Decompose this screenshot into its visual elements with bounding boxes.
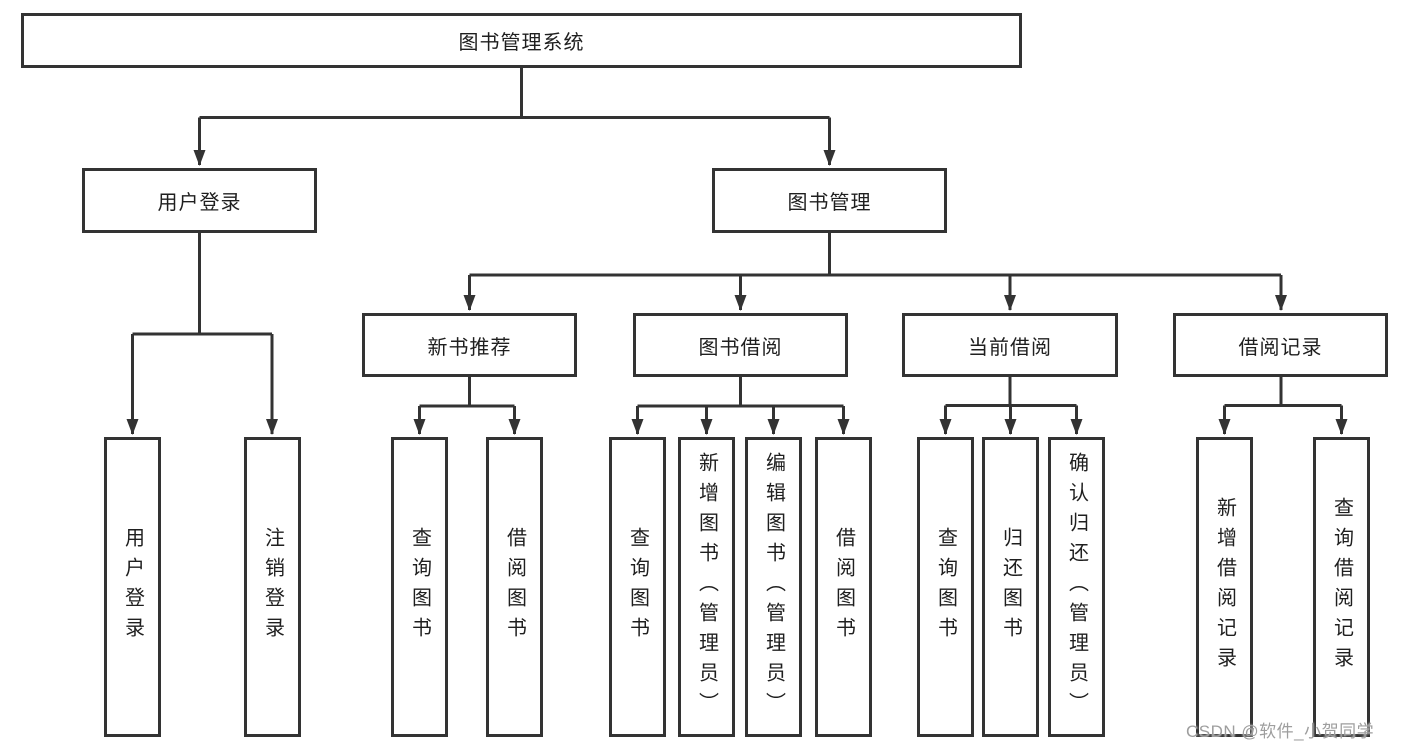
node-label: 用户登录 xyxy=(157,192,242,214)
node-label: 查询图书 xyxy=(626,527,649,647)
node-label: 新增借阅记录 xyxy=(1213,497,1236,677)
node-current-borrow: 当前借阅 xyxy=(902,313,1118,377)
node-label: 确认归还（管理员） xyxy=(1065,452,1088,722)
node-label: 查询借阅记录 xyxy=(1330,497,1353,677)
node-book-management: 图书管理 xyxy=(712,168,947,233)
node-label: 注销登录 xyxy=(261,527,284,647)
node-label: 查询图书 xyxy=(934,527,957,647)
node-label: 编辑图书（管理员） xyxy=(762,452,785,722)
node-label: 图书管理系统 xyxy=(458,32,585,54)
node-label: 借阅记录 xyxy=(1238,336,1323,359)
node-login: 用户登录 xyxy=(104,437,161,737)
node-borrow-records: 借阅记录 xyxy=(1173,313,1388,377)
node-add-books-admin: 新增图书（管理员） xyxy=(678,437,735,737)
node-label: 新增图书（管理员） xyxy=(695,452,718,722)
node-add-borrow-record: 新增借阅记录 xyxy=(1196,437,1253,737)
node-query-books-current: 查询图书 xyxy=(917,437,974,737)
node-label: 借阅图书 xyxy=(503,527,526,647)
node-label: 图书借阅 xyxy=(698,336,783,359)
node-library-system: 图书管理系统 xyxy=(21,13,1022,68)
csdn-watermark: CSDN @软件_小贺同学 xyxy=(1186,722,1375,741)
node-label: 借阅图书 xyxy=(832,527,855,647)
node-query-books-borrow: 查询图书 xyxy=(609,437,666,737)
node-book-borrow: 图书借阅 xyxy=(633,313,848,377)
node-borrow-books: 借阅图书 xyxy=(815,437,872,737)
node-label: 用户登录 xyxy=(121,527,144,647)
node-label: 新书推荐 xyxy=(427,336,512,359)
node-user-login: 用户登录 xyxy=(82,168,317,233)
node-new-book-recommend: 新书推荐 xyxy=(362,313,577,377)
node-query-books-recommend: 查询图书 xyxy=(391,437,448,737)
node-label: 图书管理 xyxy=(787,192,872,214)
node-label: 归还图书 xyxy=(999,527,1022,647)
node-borrow-books-recommend: 借阅图书 xyxy=(486,437,543,737)
node-label: 查询图书 xyxy=(408,527,431,647)
node-edit-books-admin: 编辑图书（管理员） xyxy=(745,437,802,737)
node-confirm-return-admin: 确认归还（管理员） xyxy=(1048,437,1105,737)
node-query-borrow-record: 查询借阅记录 xyxy=(1313,437,1370,737)
node-return-books: 归还图书 xyxy=(982,437,1039,737)
node-logout: 注销登录 xyxy=(244,437,301,737)
node-label: 当前借阅 xyxy=(968,336,1052,359)
